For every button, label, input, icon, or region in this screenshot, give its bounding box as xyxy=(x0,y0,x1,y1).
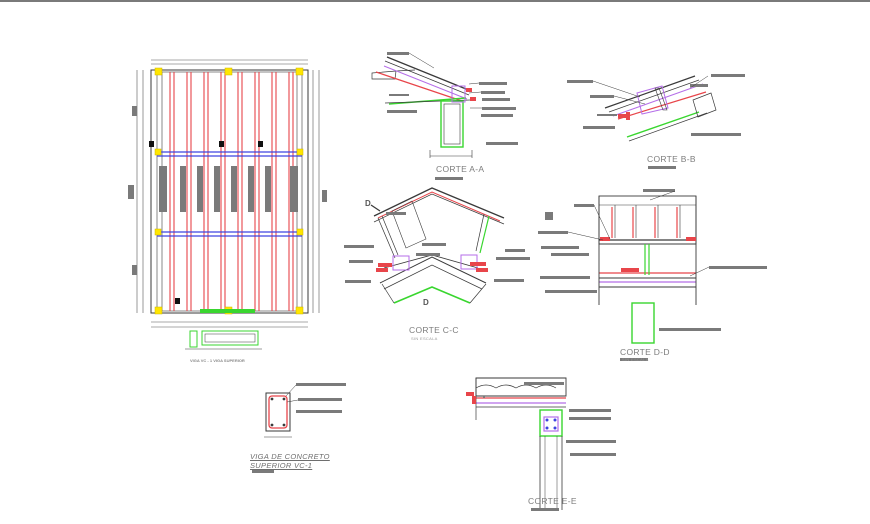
corte-d-d-title: CORTE D-D xyxy=(620,347,670,357)
corte-d-d-subtitle: SIN ESCALA xyxy=(622,357,649,362)
corte-c-c-marker-top: D xyxy=(365,199,372,208)
section-a-a-drawing xyxy=(371,52,518,180)
section-c-c-drawing xyxy=(344,187,530,304)
corte-c-c-title: CORTE C-C xyxy=(409,325,459,335)
section-e-e-drawing xyxy=(466,377,616,511)
plan-caption: VIGA VC - 1 VIGA SUPERIOR xyxy=(190,358,245,363)
corte-c-c-subtitle: SIN ESCALA xyxy=(411,336,438,341)
corte-b-b-title: CORTE B-B xyxy=(647,154,696,164)
beam-detail-title-line2: SUPERIOR VC-1 xyxy=(250,461,313,470)
top-border-line xyxy=(0,0,870,2)
corte-a-a-title: CORTE A-A xyxy=(436,164,485,174)
corte-e-e-title: CORTE E-E xyxy=(528,496,577,506)
beam-section-detail xyxy=(252,383,346,473)
section-d-d-drawing xyxy=(538,189,767,361)
corte-c-c-marker-bottom: D xyxy=(423,298,430,307)
section-b-b-drawing xyxy=(567,74,745,169)
beam-detail-title-line1: VIGA DE CONCRETO xyxy=(250,452,330,461)
floor-plan-view xyxy=(128,59,327,350)
